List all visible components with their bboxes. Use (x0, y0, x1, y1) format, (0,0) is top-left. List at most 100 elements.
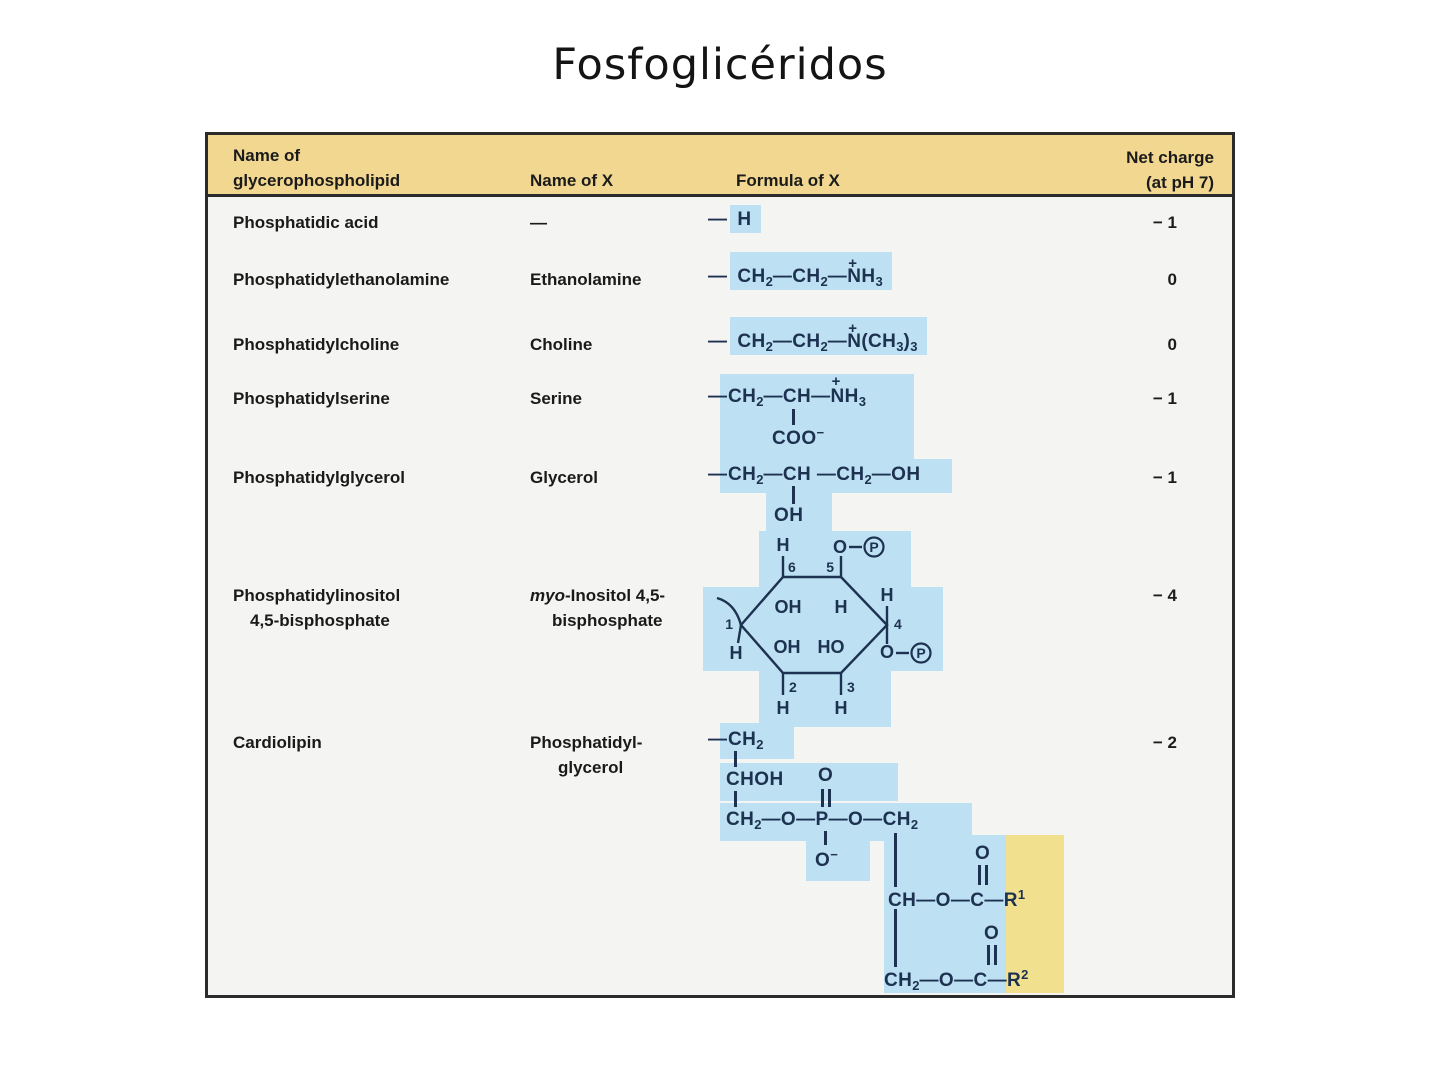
charge-choline: 0 (1167, 335, 1177, 354)
row-name-glycerol: Phosphatidylglycerol (233, 468, 405, 487)
ring-oh-label: OH (774, 637, 801, 657)
bond-vertical (792, 409, 795, 425)
header-col4-line2: (at pH 7) (1146, 173, 1214, 192)
bond-dash: — (708, 209, 728, 230)
phosphate-circle (863, 536, 885, 558)
formula-cardiolipin-backbone: CH2—O—P—O—CH2 (726, 809, 919, 832)
phosphate-circle (910, 642, 932, 664)
bond-vertical (734, 791, 737, 807)
formula-choline-text: CH2—CH2—N+(CH3)3 (730, 317, 927, 355)
charge-cardiolipin: − 2 (1152, 733, 1177, 752)
ester-double-bond-o: O (975, 843, 991, 864)
formula-serine: — CH2—CH—N+H3 COO− (708, 373, 938, 463)
bond (736, 624, 743, 644)
row-name-choline: Phosphatidylcholine (233, 335, 400, 354)
formula-cardiolipin-ch-ester: CH—O—C—R1 (888, 887, 1026, 911)
row-name-inositol-line1: Phosphatidylinositol (233, 586, 401, 605)
acyl-chain-highlight-box (1006, 835, 1064, 993)
formula-cardiolipin-ch2-ester: CH2—O—C—R2 (884, 967, 1029, 993)
ring-oh-label: OH (775, 597, 802, 617)
bond-dash: — (708, 464, 728, 485)
row-name-inositol-line2: 4,5-bisphosphate (250, 611, 390, 630)
header-col1-line1: Name of (233, 146, 301, 165)
double-bond-line (985, 865, 988, 885)
bond-dash: — (708, 266, 728, 287)
header-col4-line1: Net charge (1126, 148, 1214, 167)
myo-prefix: myo (530, 586, 565, 605)
page-title: Fosfoglicéridos (552, 40, 888, 90)
highlight-box (806, 841, 870, 881)
formula-glycerol-line2: OH (774, 505, 804, 526)
charge-ethanolamine: 0 (1167, 270, 1177, 289)
formula-cardiolipin: — CH2 CHOH O CH2—O—P—O—CH2 O− O CH—O—C—R… (708, 721, 1088, 997)
highlight-box (766, 493, 832, 533)
ring-h-label: H (881, 585, 894, 605)
phosphate-double-bond-o: O (818, 765, 834, 786)
formula-ethanolamine-text: CH2—CH2—N+H3 (730, 252, 892, 290)
highlight-box (720, 459, 952, 493)
phosphate-o-minus: O− (815, 847, 838, 871)
phosphate-p-label: P (916, 645, 925, 661)
bond-dash: — (708, 386, 728, 407)
row-name-cardiolipin: Cardiolipin (233, 733, 322, 752)
formula-serine-line2: COO− (772, 425, 825, 449)
header-col2: Name of X (530, 171, 614, 190)
highlight-box (720, 763, 898, 801)
double-bond-line (821, 789, 824, 807)
row-x-cardiolipin-line2: glycerol (558, 758, 624, 777)
formula-h: H (730, 205, 761, 233)
formula-phosphatidic-acid: —H (708, 205, 761, 233)
bond-vertical (894, 909, 897, 967)
attachment-bond-curve (716, 596, 743, 626)
row-x-cardiolipin-line1: Phosphatidyl- (530, 733, 643, 752)
highlight-box (720, 723, 794, 759)
ring-h-label: H (777, 698, 790, 718)
phosphate-p-label: P (869, 539, 878, 555)
charge-glycerol: − 1 (1152, 468, 1177, 487)
header-col3: Formula of X (736, 171, 840, 190)
ring-h-label: H (730, 643, 743, 663)
formula-cardiolipin-choh: CHOH (726, 769, 784, 790)
row-x-serine: Serine (530, 389, 582, 408)
double-bond-line (978, 865, 981, 885)
formula-ethanolamine: —CH2—CH2—N+H3 (708, 252, 892, 293)
row-name-phosphatidic-acid: Phosphatidic acid (233, 213, 379, 232)
ring-h-label: H (777, 535, 790, 555)
row-name-ethanolamine: Phosphatidylethanolamine (233, 270, 450, 289)
formula-glycerol: — CH2—CH —CH2—OH OH (708, 453, 968, 537)
table-header: Name of glycerophospholipid Name of X Fo… (208, 135, 1232, 197)
row-x-choline: Choline (530, 335, 593, 354)
x-inositol-rest: -Inositol 4,5- (564, 586, 666, 605)
ring-number-3: 3 (847, 679, 855, 695)
row-name-serine: Phosphatidylserine (233, 389, 390, 408)
highlight-box (720, 374, 914, 460)
ring-number-5: 5 (826, 559, 834, 575)
ring-number-6: 6 (788, 559, 796, 575)
highlight-box (884, 835, 1006, 993)
bond-vertical (792, 486, 795, 504)
row-x-inositol-line2: bisphosphate (552, 611, 663, 630)
ring-ho-label: HO (818, 637, 845, 657)
highlight-box (759, 671, 891, 727)
row-x-glycerol: Glycerol (530, 468, 599, 487)
formula-serine-line1: CH2—CH—N+H3 (728, 373, 867, 409)
ester-double-bond-o: O (984, 923, 1000, 944)
bond-dash: — (708, 331, 728, 352)
ring-number-1: 1 (725, 616, 733, 632)
formula-cardiolipin-ch2: CH2 (728, 729, 764, 752)
formula-glycerol-line1: CH2—CH —CH2—OH (728, 464, 921, 487)
ring-o-label: O (880, 642, 894, 662)
ring-h-label: H (835, 597, 848, 617)
bond-vertical (734, 751, 737, 767)
ring-number-2: 2 (789, 679, 797, 695)
header-col4: Net charge (at pH 7) (1126, 145, 1214, 195)
bond-vertical (894, 833, 897, 887)
ring-o-label: O (833, 537, 847, 557)
row-x-ethanolamine: Ethanolamine (530, 270, 642, 289)
row-x-phosphatidic-acid: — (530, 213, 547, 232)
double-bond-line (987, 945, 990, 965)
glycerophospholipid-table: Name of glycerophospholipid Name of X Fo… (205, 132, 1235, 998)
ring-h-label: H (835, 698, 848, 718)
highlight-box (720, 803, 972, 841)
row-x-inositol-line1: myo-Inositol 4,5- (530, 586, 665, 606)
